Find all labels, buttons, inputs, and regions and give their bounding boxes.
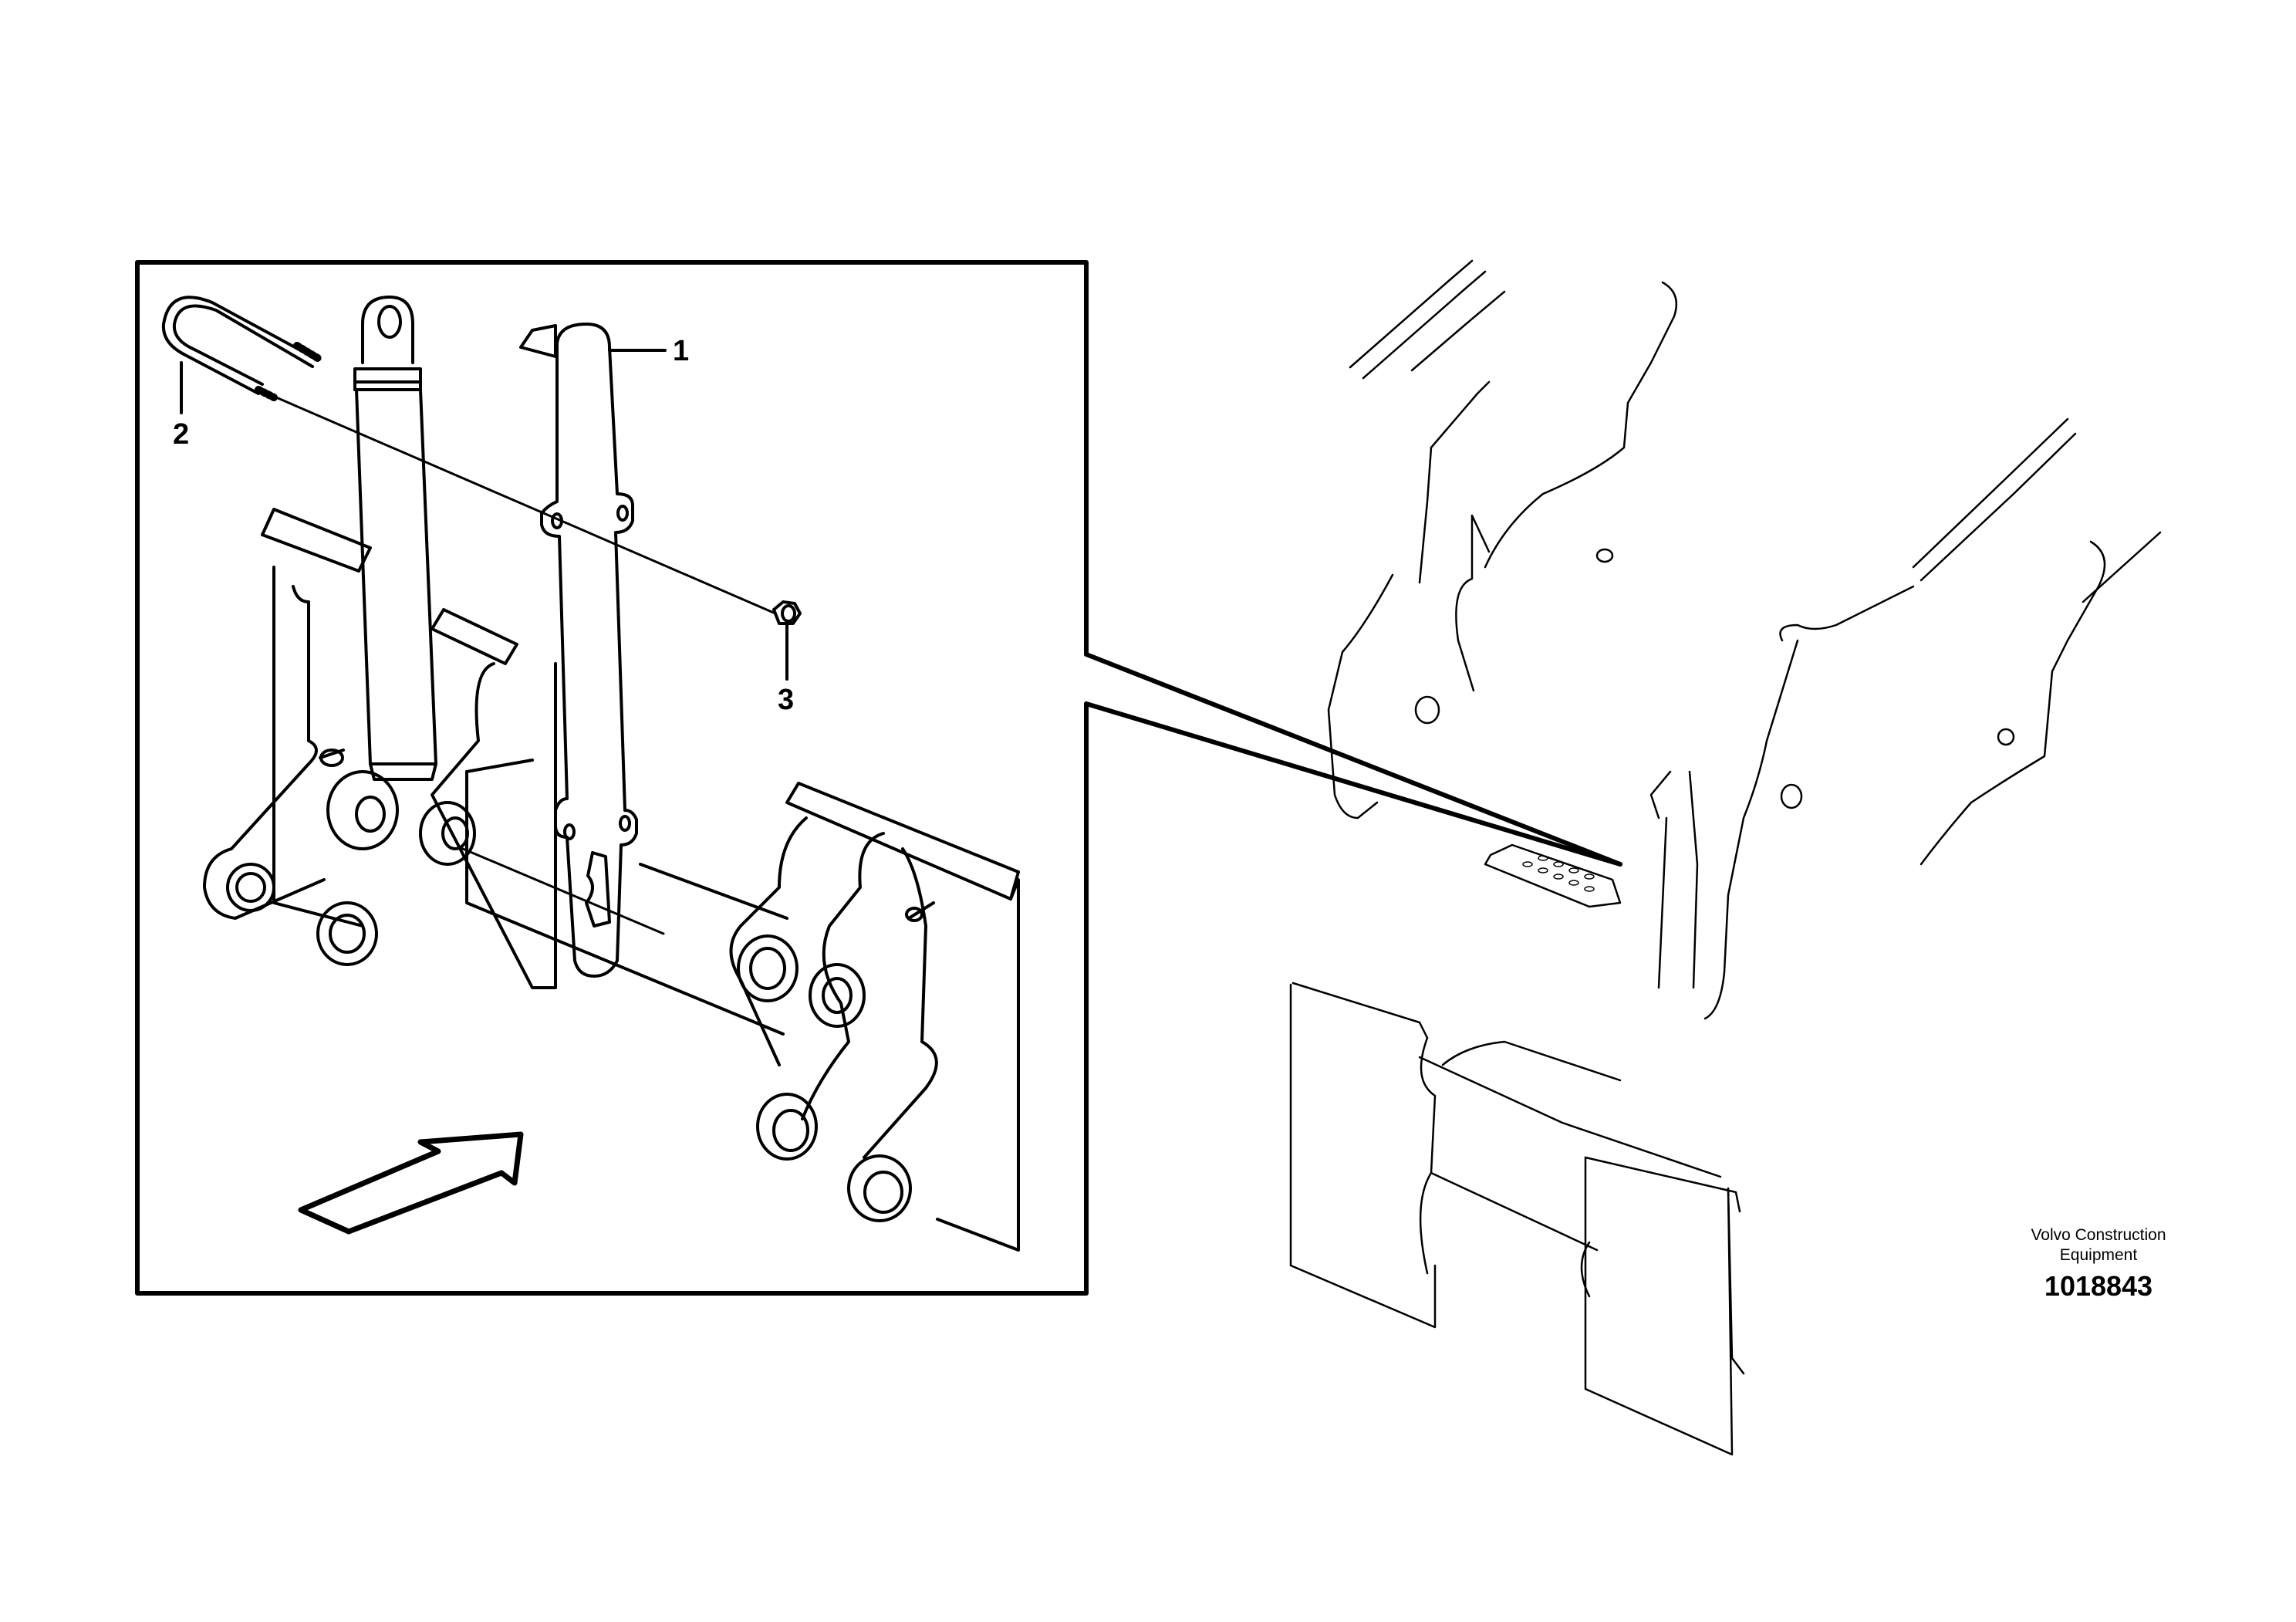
- cross-beam: [461, 759, 788, 1036]
- detail-view: [161, 296, 1020, 1252]
- callout-1-label: 1: [673, 335, 690, 367]
- step-perforations: [1522, 855, 1595, 892]
- nut-part: [772, 600, 802, 625]
- lock-lever-part: [519, 323, 638, 978]
- manufacturer-label: Volvo Construction Equipment: [1998, 1225, 2199, 1265]
- overview-view: [1289, 259, 2162, 1456]
- callout-leaders: [180, 349, 788, 681]
- right-bracket: [729, 782, 1020, 1252]
- callout-3-label: 3: [778, 684, 795, 716]
- view-direction-arrow: [298, 1131, 524, 1235]
- callout-2-label: 2: [173, 418, 190, 451]
- manufacturer-line-1: Volvo Construction: [2031, 1226, 2166, 1244]
- manufacturer-line-2: Equipment: [2059, 1246, 2138, 1264]
- inset-leader-lines: [1084, 652, 1622, 867]
- u-bolt-part: [161, 296, 324, 401]
- assembly-axis-line: [275, 396, 777, 615]
- hydraulic-cylinder: [353, 296, 437, 781]
- illustration-number: 1018843: [2044, 1270, 2153, 1302]
- left-bracket: [203, 508, 557, 989]
- detail-inset-frame: [135, 260, 1089, 1296]
